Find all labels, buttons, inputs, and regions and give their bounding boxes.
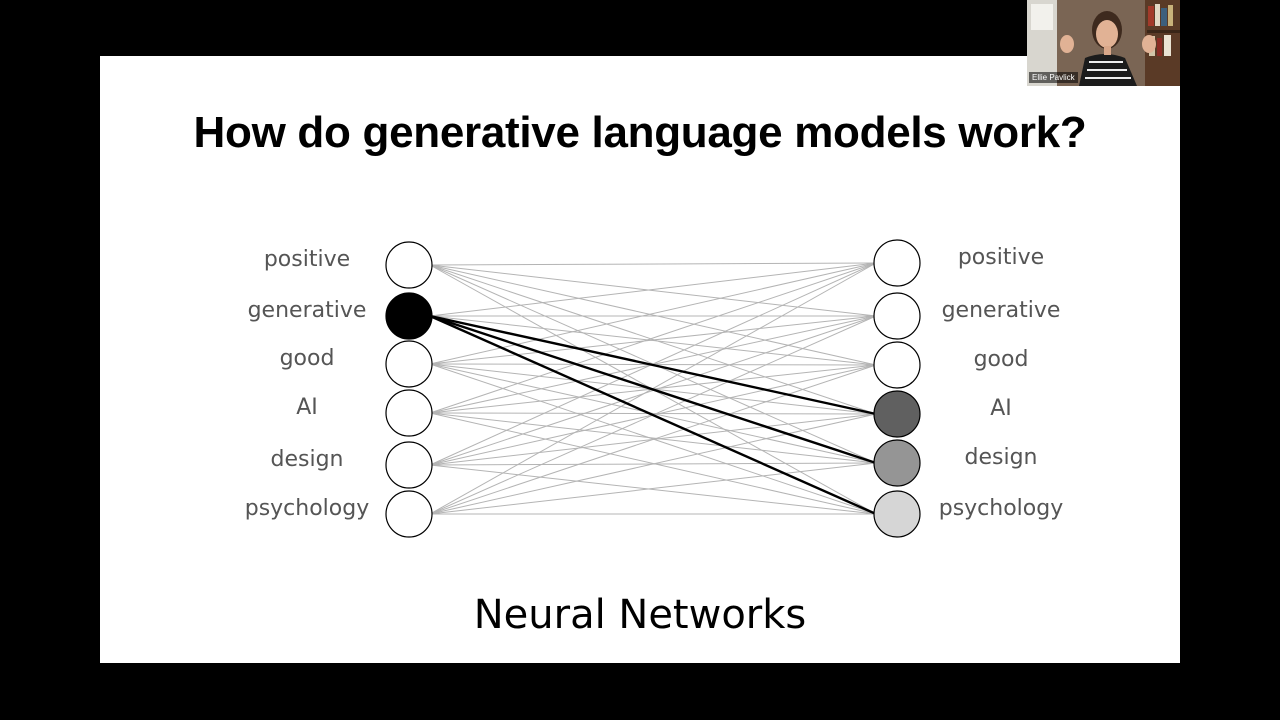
connection-line [429,412,877,415]
speaker-video-tile[interactable]: Ellie Pavlick [1027,0,1180,86]
connection-line [429,262,877,414]
output-node-label: design [965,445,1038,470]
input-node-label: design [271,447,344,472]
output-node [873,490,921,538]
output-node-label: generative [942,298,1061,323]
connection-line [429,264,877,366]
input-node-label: AI [296,395,318,420]
output-node [873,439,921,487]
output-node [873,390,921,438]
speaker-video-feed [1027,0,1180,86]
connection-line [429,413,877,515]
slide-title: How do generative language models work? [193,108,1087,157]
highlighted-connection [429,314,877,416]
output-node-label: psychology [939,496,1064,521]
connection-line [429,412,877,464]
highlighted-connections [429,314,877,516]
connection-line [429,315,877,365]
highlighted-connection [429,314,877,516]
input-node [385,340,433,388]
speaker-name-label: Ellie Pavlick [1029,72,1078,83]
connection-line [429,264,877,317]
output-node [873,341,921,389]
input-node-label: good [280,346,335,371]
input-node-label: generative [248,298,367,323]
input-node [385,292,433,340]
input-node-label: psychology [245,496,370,521]
input-node-label: positive [264,247,350,272]
output-node-label: good [974,347,1029,372]
presentation-slide [100,56,1180,663]
output-node [873,292,921,340]
highlighted-connection [429,314,877,465]
output-node-label: positive [958,245,1044,270]
input-node [385,490,433,538]
connection-line [429,262,877,266]
output-node [873,239,921,287]
input-node [385,389,433,437]
connection-line [429,464,877,515]
input-node [385,441,433,489]
slide-caption: Neural Networks [473,592,807,638]
output-node-label: AI [990,396,1012,421]
network-connections [429,262,877,515]
connection-line [429,262,877,365]
connection-line [429,262,877,317]
connection-line [429,462,877,515]
connection-line [429,364,877,515]
input-node [385,241,433,289]
